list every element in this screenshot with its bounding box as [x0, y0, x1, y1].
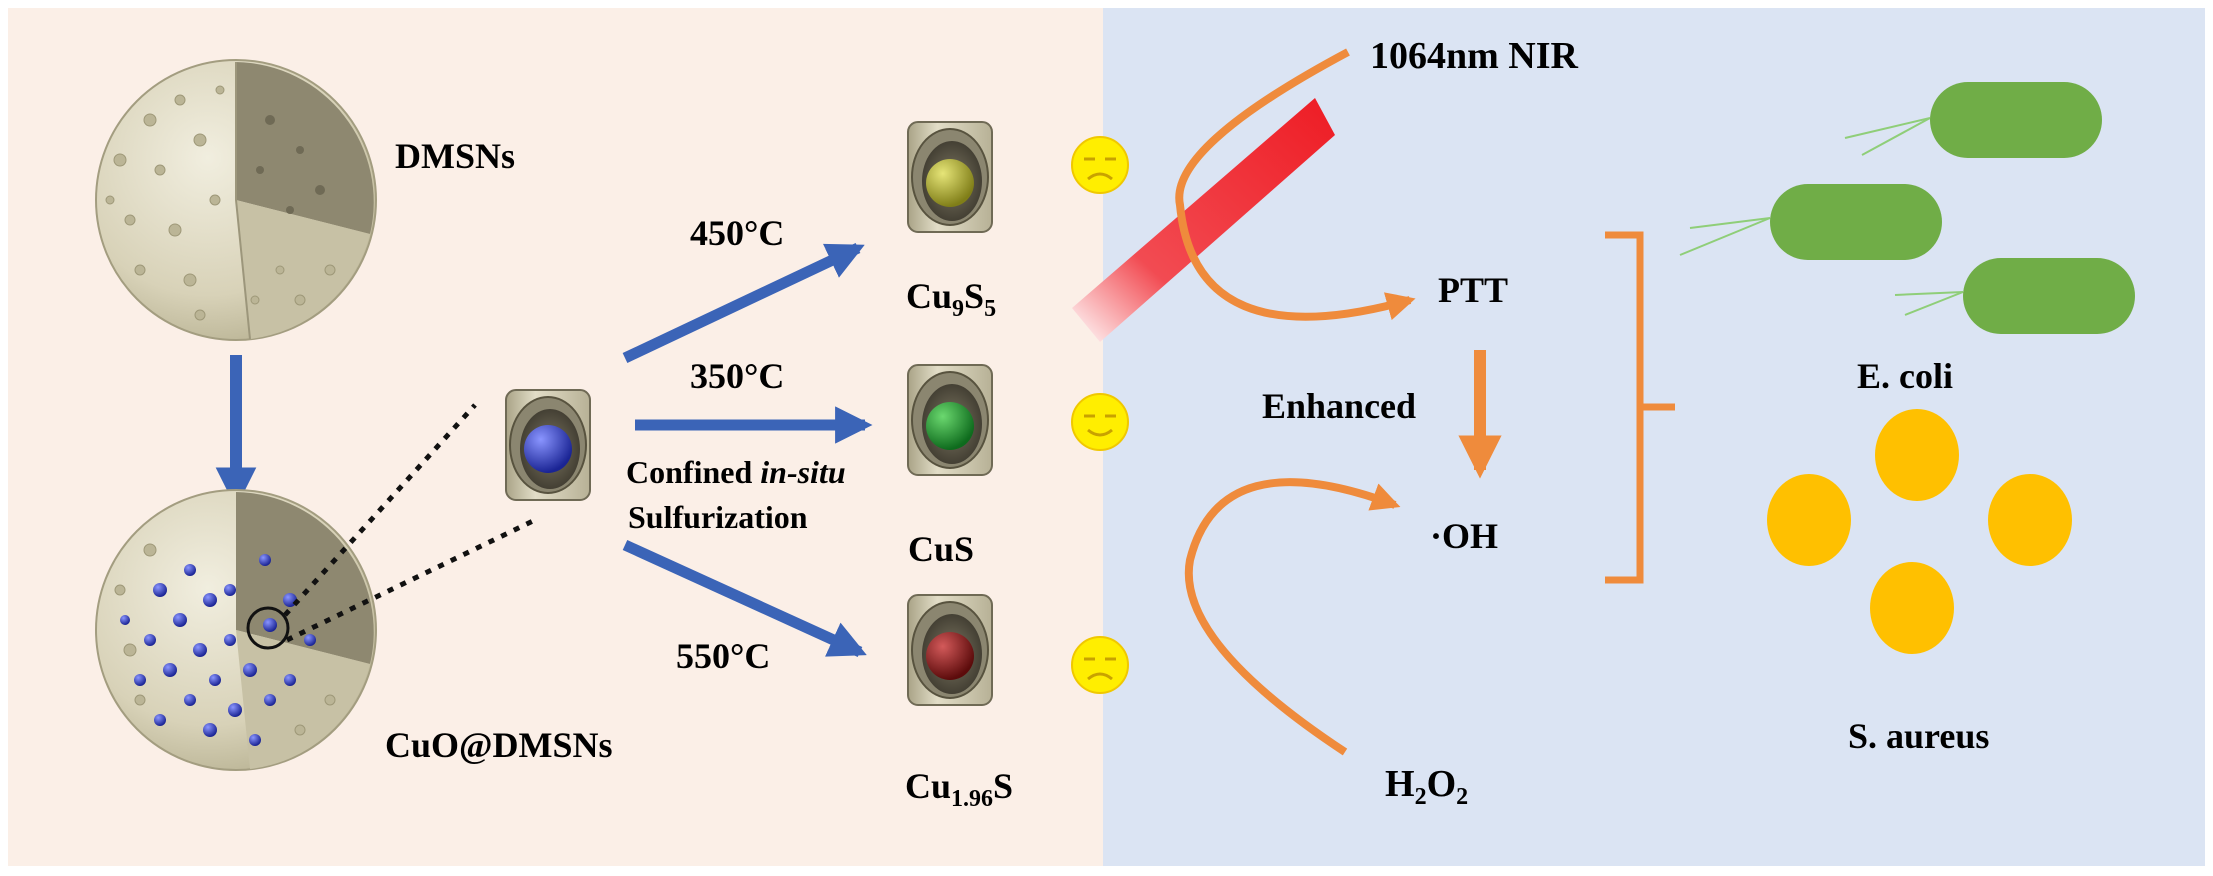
enhanced-label: Enhanced: [1262, 386, 1416, 426]
zoom-line-bottom: [285, 517, 537, 643]
cu9s5-capsule: [907, 121, 993, 233]
cuo-dmsns-label: CuO@DMSNs: [385, 725, 613, 765]
cus-capsule: [907, 364, 993, 476]
h2o2-label: H2O2: [1385, 763, 1468, 810]
nir-label: 1064nm NIR: [1370, 35, 1579, 77]
dmsn-sphere: [95, 59, 377, 341]
cu9s5-label: Cu9S5: [906, 276, 996, 322]
saureus-bacteria: [1767, 409, 2072, 654]
laser-beam: [1072, 98, 1335, 342]
cus-label: CuS: [908, 529, 974, 569]
bracket: [1605, 231, 1675, 584]
zoom-line-top: [283, 403, 477, 617]
sad-face-icon: [1071, 136, 1129, 194]
saureus-label: S. aureus: [1848, 716, 1989, 756]
temp-350-label: 350°C: [690, 356, 784, 396]
ecoli-bacteria: [1679, 82, 2135, 334]
cu196s-capsule: [907, 594, 993, 706]
sad-face-icon: [1071, 636, 1129, 694]
happy-face-icon: [1071, 393, 1129, 451]
temp-550-label: 550°C: [676, 636, 770, 676]
nir-to-ptt-arrow: [1175, 48, 1416, 321]
confined-label: Confined in-situ: [626, 454, 846, 490]
temp-450-label: 450°C: [690, 213, 784, 253]
zoom-circle: [246, 606, 290, 650]
dmsns-label: DMSNs: [395, 136, 515, 176]
cuo-dmsn-sphere: [95, 489, 377, 771]
arrow-550: [622, 539, 867, 658]
cu196s-label: Cu1.96S: [905, 766, 1013, 812]
oh-label: ·OH: [1430, 516, 1498, 556]
h2o2-to-oh-arrow: [1184, 478, 1401, 756]
ecoli-label: E. coli: [1857, 356, 1953, 396]
cuo-capsule: [505, 389, 591, 501]
ptt-label: PTT: [1438, 270, 1508, 310]
sulfurization-label: Sulfurization: [628, 499, 808, 535]
arrow-450: [622, 243, 865, 363]
